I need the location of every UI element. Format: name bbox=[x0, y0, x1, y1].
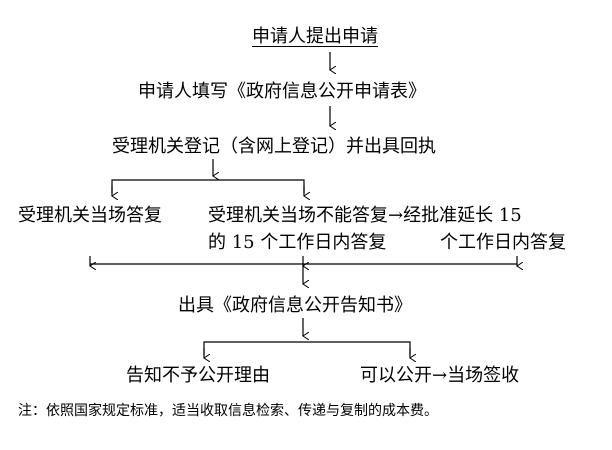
step-fill-application-form: 申请人填写《政府信息公开申请表》 bbox=[138, 81, 426, 102]
branch-immediate-reply: 受理机关当场答复 bbox=[18, 205, 162, 226]
branch-extended-reply-line2: 的 15 个工作日内答复 bbox=[208, 232, 387, 253]
split2-bracket bbox=[203, 341, 411, 355]
step-register-and-receipt: 受理机关登记（含网上登记）并出具回执 bbox=[112, 136, 436, 157]
flow-title: 申请人提出申请 bbox=[252, 26, 378, 47]
footnote: 注：依照国家规定标准，适当收取信息检索、传递与复制的成本费。 bbox=[18, 403, 438, 419]
split-bracket bbox=[111, 179, 305, 193]
outcome-disclose-and-sign: 可以公开→当场签收 bbox=[360, 365, 520, 386]
branch-extended-reply-right: 个工作日内答复 bbox=[440, 232, 566, 253]
step-issue-notice: 出具《政府信息公开告知书》 bbox=[178, 295, 412, 316]
branch-extended-reply-line1: 受理机关当场不能答复→经批准延长 15 bbox=[208, 205, 522, 226]
outcome-refuse-disclosure: 告知不予公开理由 bbox=[126, 365, 270, 386]
